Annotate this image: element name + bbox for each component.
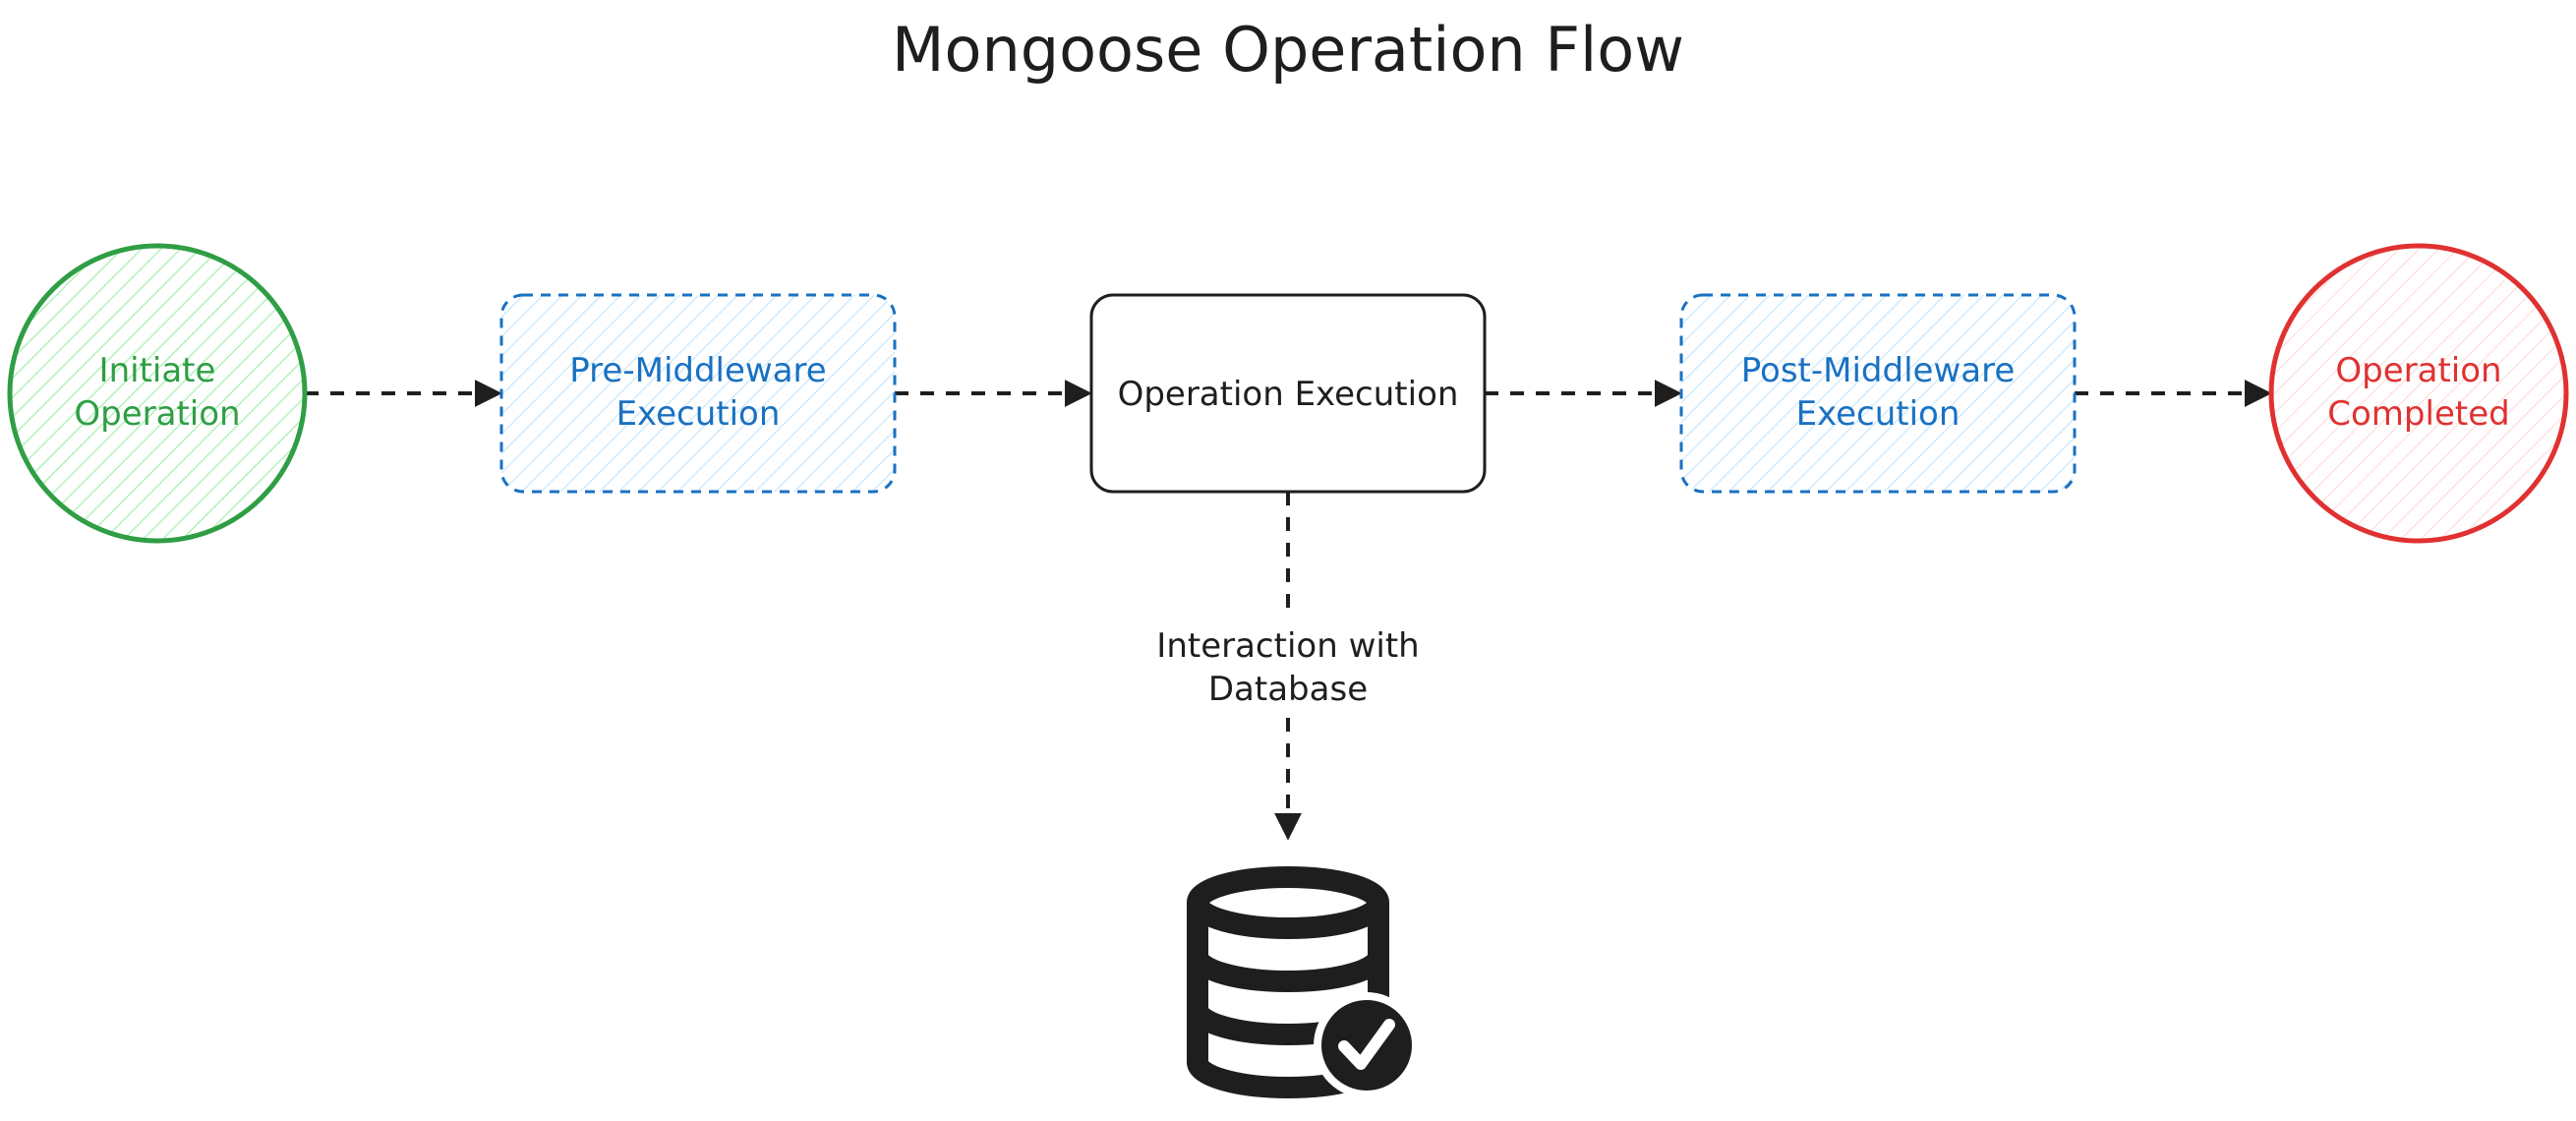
node-completed-label-line1: Operation bbox=[2335, 351, 2501, 390]
node-initiate-label-line2: Operation bbox=[74, 394, 240, 434]
node-post-middleware-label-line2: Execution bbox=[1796, 394, 1961, 434]
node-operation-execution-label: Operation Execution bbox=[1118, 375, 1459, 414]
node-operation-execution-shape bbox=[1089, 293, 1487, 494]
node-pre-middleware: Pre-Middleware Execution bbox=[499, 293, 897, 494]
diagram-title: Mongoose Operation Flow bbox=[892, 14, 1684, 86]
edge-label-database-line2: Database bbox=[1208, 670, 1368, 709]
node-operation-execution: Operation Execution bbox=[1089, 293, 1487, 494]
database-check-icon bbox=[1187, 866, 1420, 1098]
node-post-middleware: Post-Middleware Execution bbox=[1679, 293, 2077, 494]
node-initiate-shape bbox=[7, 243, 308, 544]
node-operation-completed: Operation Completed bbox=[2268, 243, 2569, 544]
node-pre-middleware-label-line2: Execution bbox=[616, 394, 781, 434]
node-post-middleware-label-line1: Post-Middleware bbox=[1741, 351, 2016, 390]
edge-label-database-line1: Interaction with bbox=[1156, 626, 1419, 666]
node-post-middleware-shape bbox=[1679, 293, 2077, 494]
node-completed-shape bbox=[2268, 243, 2569, 544]
node-pre-middleware-shape bbox=[499, 293, 897, 494]
node-initiate-operation: Initiate Operation bbox=[7, 243, 308, 544]
node-pre-middleware-label-line1: Pre-Middleware bbox=[569, 351, 826, 390]
node-completed-label-line2: Completed bbox=[2327, 394, 2509, 434]
node-initiate-label-line1: Initiate bbox=[99, 351, 216, 390]
